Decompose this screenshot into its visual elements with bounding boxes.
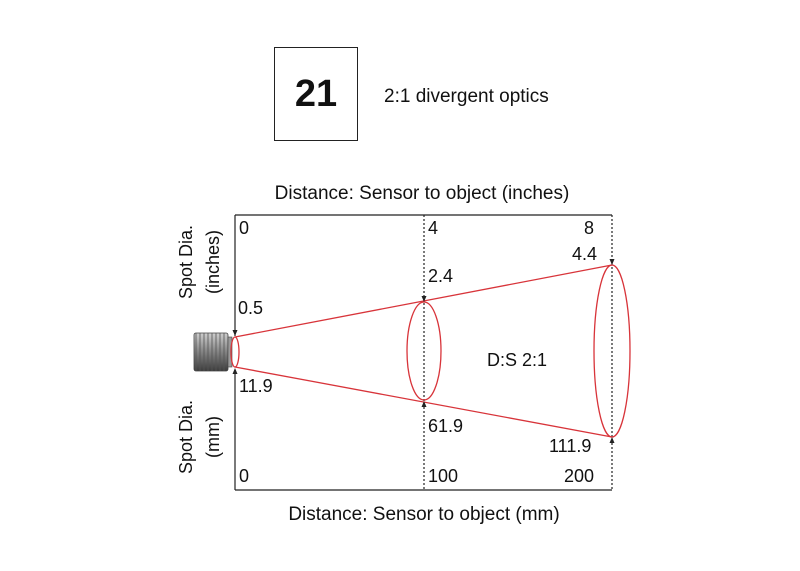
ratio-label: D:S 2:1 xyxy=(487,350,547,370)
spot-mm-far: 111.9 xyxy=(549,436,591,456)
dimension-arrows xyxy=(232,259,615,443)
arrow-icon xyxy=(609,259,615,265)
spot-inches-near: 0.5 xyxy=(238,298,263,318)
model-code: 21 xyxy=(294,72,338,115)
distance-inches-4: 4 xyxy=(428,218,438,238)
spot-dia-mm-label: Spot Dia. (mm) xyxy=(176,400,223,474)
spot-dia-label-unit: (inches) xyxy=(203,230,223,294)
beam-cone xyxy=(230,264,631,438)
optics-caption: 2:1 divergent optics xyxy=(384,86,549,107)
arrow-icon xyxy=(421,296,427,302)
distance-inches-8: 8 xyxy=(584,218,594,238)
distance-inches-0: 0 xyxy=(239,218,249,238)
arrow-icon xyxy=(232,368,238,374)
spot-dia-label-line1: Spot Dia. xyxy=(176,400,196,474)
model-code-box: 21 xyxy=(274,47,358,141)
spot-mm-near: 11.9 xyxy=(239,376,273,396)
spot-inches-far: 4.4 xyxy=(572,244,597,264)
spot-inches-mid: 2.4 xyxy=(428,266,453,286)
spot-dia-inches-label: Spot Dia. (inches) xyxy=(176,225,223,299)
spot-dia-label-line1: Spot Dia. xyxy=(176,225,196,299)
spot-dia-label-unit: (mm) xyxy=(203,416,223,458)
beam-lower-edge xyxy=(234,366,613,438)
arrow-icon xyxy=(609,437,615,443)
sensor-icon xyxy=(193,332,233,372)
distance-mm-200: 200 xyxy=(564,466,594,486)
top-axis-title: Distance: Sensor to object (inches) xyxy=(275,183,570,204)
beam-upper-edge xyxy=(234,264,613,338)
spot-ellipse-near xyxy=(230,336,240,368)
arrow-icon xyxy=(232,330,238,336)
spot-mm-mid: 61.9 xyxy=(428,416,463,436)
distance-mm-100: 100 xyxy=(428,466,458,486)
arrow-icon xyxy=(421,401,427,407)
distance-mm-0: 0 xyxy=(239,466,249,486)
bottom-axis-title: Distance: Sensor to object (mm) xyxy=(288,504,559,525)
